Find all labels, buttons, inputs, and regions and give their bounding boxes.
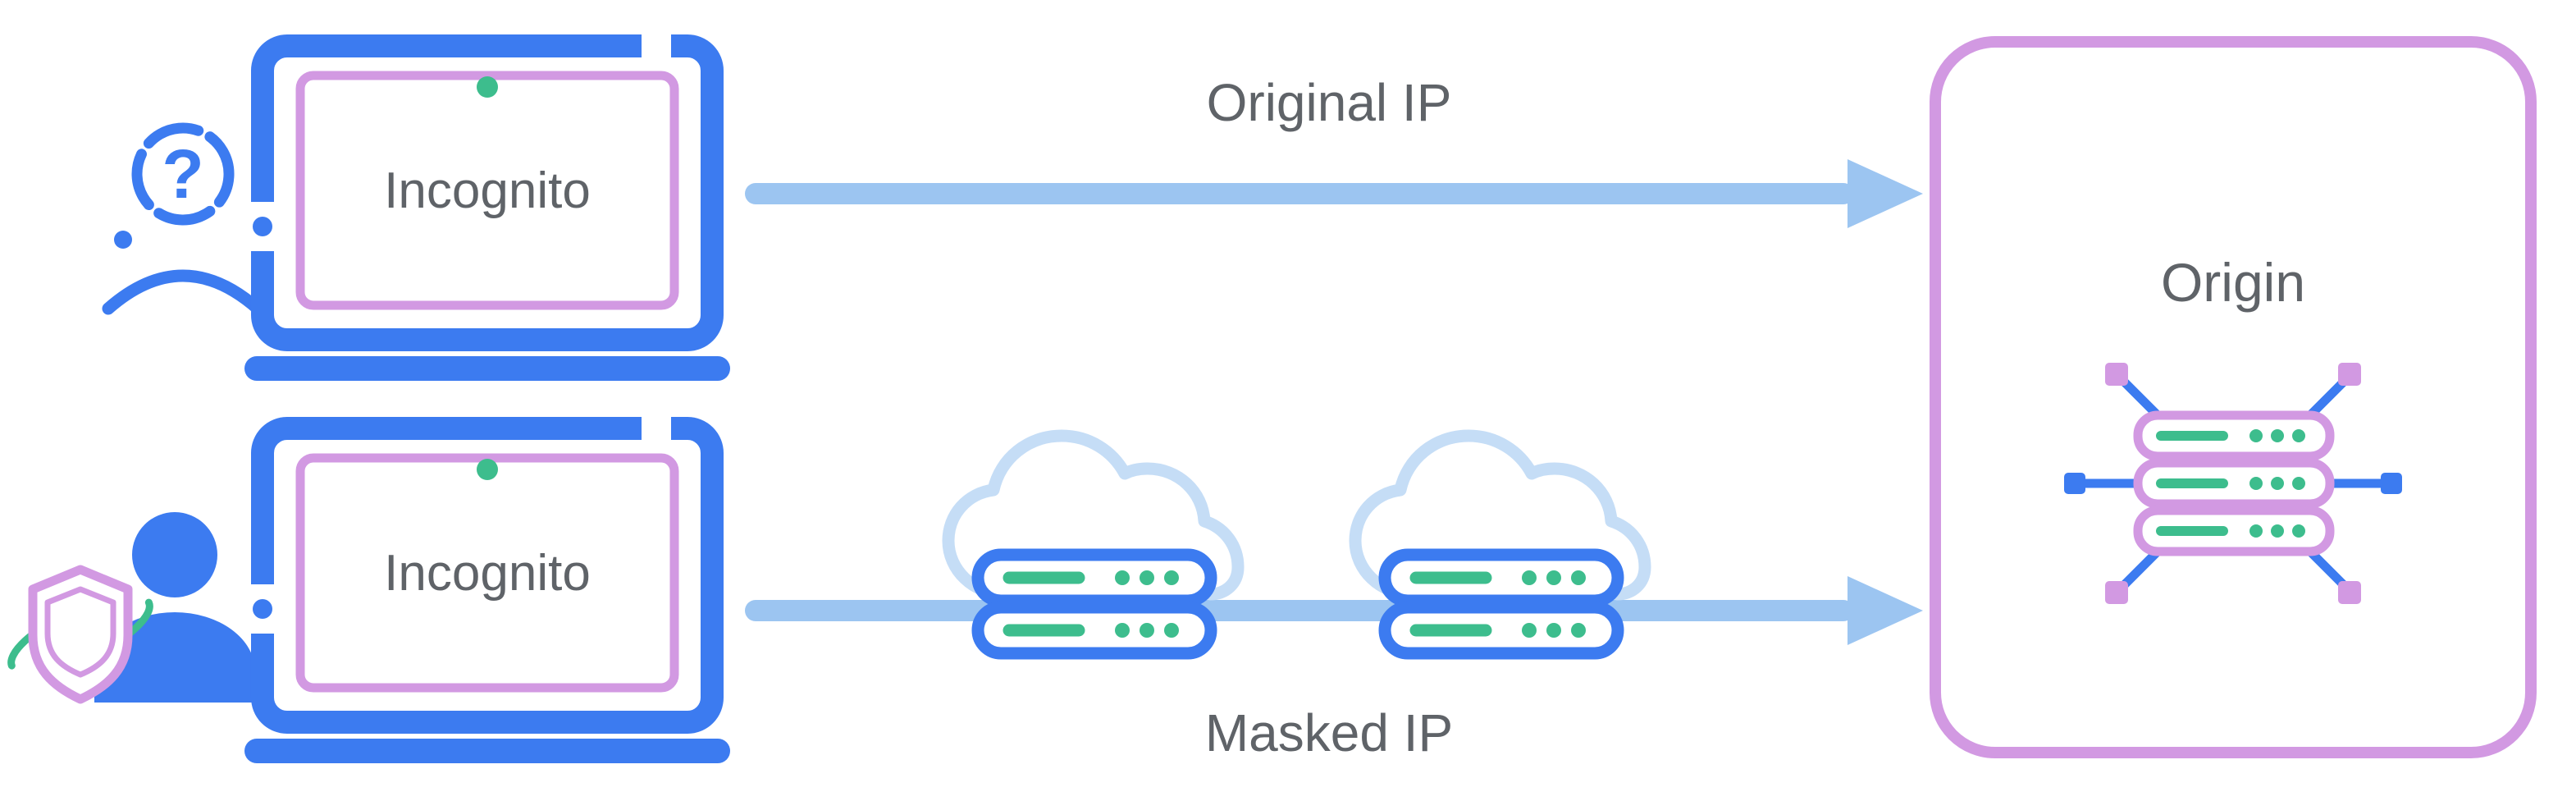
origin-label: Origin [2160, 252, 2306, 313]
protected-user-icon [7, 512, 255, 704]
proxy-server-icon-2 [1349, 429, 1651, 660]
question-circle [131, 122, 235, 226]
incognito-label-top: Incognito [384, 162, 591, 219]
dot-accent [114, 231, 132, 249]
webcam-dot [477, 76, 498, 98]
shield-icon [28, 565, 133, 704]
webcam-dot [477, 459, 498, 480]
incognito-window-frame [295, 71, 679, 310]
masked-ip-label: Masked IP [1204, 703, 1454, 762]
stroke-gap [642, 410, 671, 446]
user-body [94, 612, 255, 703]
arrow-shaft [745, 600, 1854, 621]
incognito-window-frame [295, 453, 679, 693]
question-mark-glyph: ? [162, 135, 203, 213]
incognito-label-bottom: Incognito [384, 544, 591, 602]
origin-box [1930, 36, 2537, 758]
original-ip-arrow [745, 159, 1923, 228]
laptop-base [244, 356, 730, 381]
laptop-screen [251, 34, 724, 351]
user-head [132, 512, 217, 597]
stroke-gap [642, 28, 671, 64]
node-square-blue [2064, 473, 2085, 494]
proxy-rack [971, 548, 1217, 660]
original-ip-label: Original IP [1206, 73, 1452, 132]
stroke-dot [253, 217, 272, 236]
proxy-rack [1378, 548, 1624, 660]
laptop-top-icon [244, 28, 730, 381]
shoulders-arc [102, 269, 264, 315]
laptop-bottom-icon [244, 410, 730, 763]
proxy-server-icon-1 [942, 429, 1245, 660]
node-square-purple [2105, 581, 2128, 604]
laptop-screen [251, 417, 724, 734]
masked-ip-arrow [745, 576, 1923, 645]
arrow-shaft [745, 183, 1854, 204]
arrow-head [1848, 159, 1923, 228]
stroke-dot [253, 599, 272, 619]
arrow-head [1848, 576, 1923, 645]
node-square-blue [2381, 473, 2402, 494]
node-square-purple [2105, 363, 2128, 386]
origin-server-icon [2064, 363, 2402, 604]
shield-inner-outline [44, 586, 116, 678]
node-square-purple [2338, 581, 2361, 604]
server-stack [2133, 410, 2335, 556]
node-square-purple [2338, 363, 2361, 386]
laptop-base [244, 739, 730, 763]
anonymous-user-icon: ? [102, 122, 264, 315]
